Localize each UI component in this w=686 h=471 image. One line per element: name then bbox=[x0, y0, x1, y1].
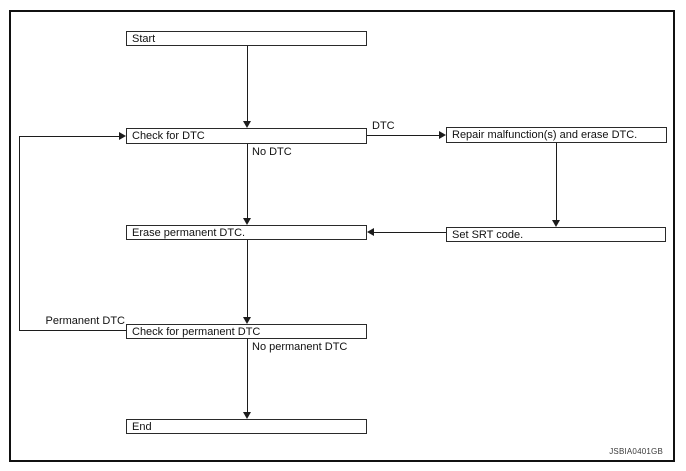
node-repair-malfunctions: Repair malfunction(s) and erase DTC. bbox=[446, 127, 667, 143]
arrowhead-into-check-dtc bbox=[119, 132, 126, 140]
connector-checkdtc-erase bbox=[247, 144, 248, 219]
node-check-permanent-dtc: Check for permanent DTC bbox=[126, 324, 367, 339]
node-erase-permanent-dtc: Erase permanent DTC. bbox=[126, 225, 367, 240]
arrowhead-repair-setsrt bbox=[552, 220, 560, 227]
connector-setsrt-erase bbox=[373, 232, 446, 233]
edge-label-permanent-dtc: Permanent DTC bbox=[42, 316, 125, 327]
connector-erase-checkperm bbox=[247, 240, 248, 318]
connector-checkdtc-repair bbox=[367, 135, 440, 136]
edge-label-no-permanent-dtc: No permanent DTC bbox=[252, 341, 348, 353]
connector-loop-bottom bbox=[19, 330, 126, 331]
arrowhead-setsrt-erase bbox=[367, 228, 374, 236]
edge-label-no-dtc: No DTC bbox=[252, 146, 292, 158]
arrowhead-checkperm-end bbox=[243, 412, 251, 419]
node-end: End bbox=[126, 419, 367, 434]
connector-loop-vertical bbox=[19, 136, 20, 331]
edge-label-dtc: DTC bbox=[372, 120, 395, 132]
arrowhead-checkdtc-erase bbox=[243, 218, 251, 225]
arrowhead-erase-checkperm bbox=[243, 317, 251, 324]
node-check-dtc: Check for DTC bbox=[126, 128, 367, 144]
arrowhead-start-checkdtc bbox=[243, 121, 251, 128]
connector-repair-setsrt bbox=[556, 143, 557, 221]
connector-start-checkdtc bbox=[247, 46, 248, 122]
node-start: Start bbox=[126, 31, 367, 46]
figure-code: JSBIA0401GB bbox=[609, 447, 663, 456]
node-set-srt-code: Set SRT code. bbox=[446, 227, 666, 242]
connector-loop-top bbox=[19, 136, 120, 137]
connector-checkperm-end bbox=[247, 339, 248, 413]
arrowhead-checkdtc-repair bbox=[439, 131, 446, 139]
